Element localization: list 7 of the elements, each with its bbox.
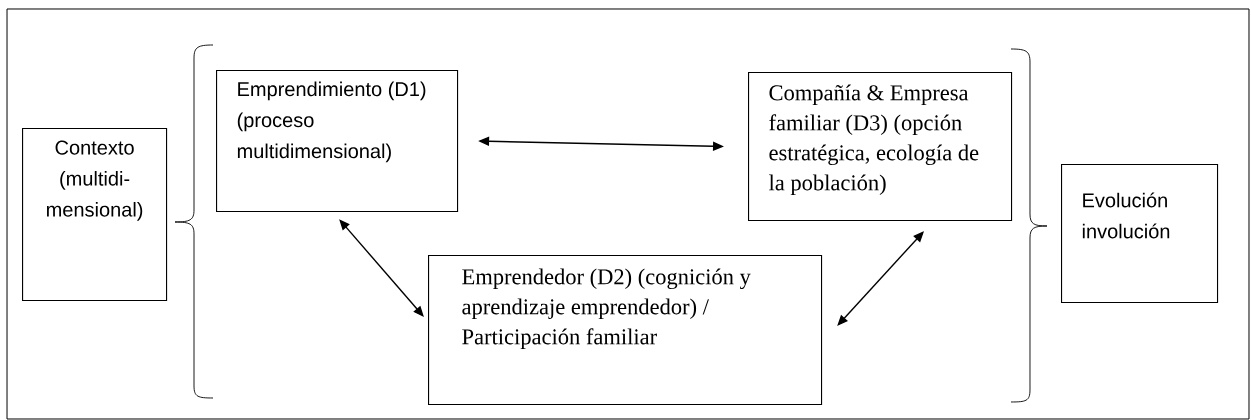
text-box: Contexto (multidi- mensional): [22, 128, 168, 302]
text-box: Emprendimiento (D1) (proceso multidimensional): [216, 70, 459, 213]
text-box: Evolución involución: [1061, 164, 1219, 304]
text-box: Emprendedor (D2) (cognición y aprendizaje emprendedor) / Participación familiar: [428, 255, 823, 406]
text-box: Compañía & Empresa familiar (D3) (opción estratégica, ecología de la población): [748, 72, 1013, 222]
double-arrow: [837, 231, 924, 326]
double-arrow: [339, 219, 424, 317]
